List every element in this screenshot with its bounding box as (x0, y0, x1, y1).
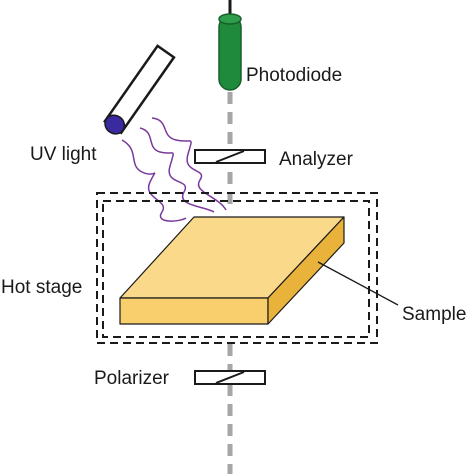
uv-radiation-waves (121, 117, 227, 222)
uv-lamp-tip (104, 114, 126, 135)
photodiode-body (218, 15, 242, 91)
sample-block (119, 216, 345, 325)
sample-front-face (119, 297, 269, 325)
sample-label: Sample (402, 304, 466, 325)
sample-leader-line (317, 261, 399, 306)
uv-wave-3 (151, 117, 227, 211)
analyzer (194, 149, 266, 164)
hot-stage-inner-frame (102, 200, 370, 338)
uv-light-label: UV light (30, 144, 97, 165)
analyzer-slash (215, 150, 245, 163)
polarizer-slash (215, 371, 245, 384)
photodiode (218, 0, 242, 91)
hot-stage-outer-frame (96, 192, 378, 344)
hot-stage (96, 192, 378, 344)
photodiode-cap (218, 13, 242, 25)
polarizer (194, 370, 266, 385)
analyzer-label: Analyzer (279, 149, 354, 170)
polarizer-label: Polarizer (94, 368, 170, 389)
photodiode-label: Photodiode (246, 65, 342, 86)
uv-lamp (103, 44, 176, 135)
sample-side-face (267, 216, 345, 325)
uv-wave-1 (121, 139, 187, 222)
hot-stage-label: Hot stage (1, 277, 82, 298)
